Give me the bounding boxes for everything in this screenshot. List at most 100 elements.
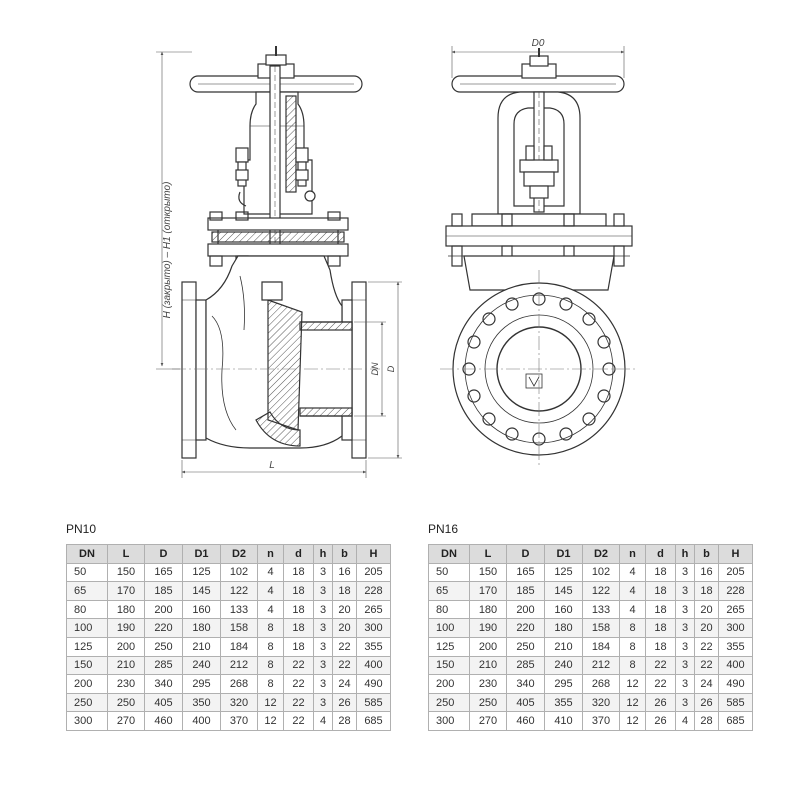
column-header: D2	[582, 544, 620, 564]
table-cell: 125	[66, 636, 108, 657]
table-cell: 355	[356, 636, 391, 657]
table-cell: 22	[332, 655, 357, 676]
table-cell: 20	[332, 618, 357, 638]
table-cell: 145	[544, 581, 583, 601]
table-cell: 220	[506, 618, 545, 638]
table-cell: 4	[257, 581, 284, 601]
table-cell: 18	[645, 599, 676, 620]
table-cell: 24	[694, 674, 719, 694]
table-cell: 212	[220, 655, 258, 676]
table-cell: 122	[220, 581, 258, 601]
table-cell: 50	[428, 562, 470, 583]
table-cell: 12	[619, 692, 646, 713]
table-cell: 685	[356, 711, 391, 731]
column-header: D1	[544, 544, 583, 564]
table-cell: 8	[257, 618, 284, 638]
table-cell: 16	[694, 562, 719, 583]
table-cell: 210	[107, 655, 145, 676]
table-cell: 26	[645, 711, 676, 731]
table-cell: 270	[469, 711, 507, 731]
table-cell: 22	[283, 655, 314, 676]
table-cell: 4	[313, 711, 333, 731]
table-cell: 158	[582, 618, 620, 638]
table-cell: 26	[332, 692, 357, 713]
table-cell: 3	[675, 655, 695, 676]
handwheel-front	[451, 48, 625, 93]
table-cell: 265	[356, 599, 391, 620]
table-cell: 265	[718, 599, 753, 620]
table-cell: 410	[544, 711, 583, 731]
table-cell: 150	[428, 655, 470, 676]
column-header: d	[645, 544, 676, 564]
column-header: h	[675, 544, 695, 564]
table-cell: 184	[220, 636, 258, 657]
table-cell: 250	[66, 692, 108, 713]
table-cell: 18	[283, 636, 314, 657]
column-header: n	[619, 544, 646, 564]
dimension-d0-label: D0	[532, 38, 545, 49]
table-cell: 320	[220, 692, 258, 713]
table-cell: 355	[718, 636, 753, 657]
table-cell: 18	[283, 562, 314, 583]
table-cell: 3	[313, 618, 333, 638]
table-cell: 16	[332, 562, 357, 583]
column-header: D	[144, 544, 183, 564]
table-cell: 28	[694, 711, 719, 731]
column-header: L	[469, 544, 507, 564]
table-cell: 8	[619, 618, 646, 638]
dimension-d0	[451, 46, 625, 78]
table-cell: 18	[332, 581, 357, 601]
table-cell: 150	[66, 655, 108, 676]
table-cell: 3	[675, 674, 695, 694]
table-cell: 200	[107, 636, 145, 657]
table-cell: 585	[718, 692, 753, 713]
table-cell: 50	[66, 562, 108, 583]
table-cell: 125	[544, 562, 583, 583]
table-cell: 80	[66, 599, 108, 620]
table-cell: 320	[582, 692, 620, 713]
table-cell: 250	[469, 692, 507, 713]
bonnet-flange-side	[207, 211, 349, 267]
table-cell: 205	[356, 562, 391, 583]
dimension-d-label: D	[386, 365, 396, 372]
table-cell: 18	[645, 618, 676, 638]
table-cell: 400	[356, 655, 391, 676]
table-cell: 80	[428, 599, 470, 620]
column-header: H	[356, 544, 391, 564]
table-cell: 158	[220, 618, 258, 638]
table-cell: 490	[718, 674, 753, 694]
table-cell: 340	[506, 674, 545, 694]
table-cell: 230	[469, 674, 507, 694]
table-cell: 20	[694, 618, 719, 638]
table-cell: 210	[182, 636, 221, 657]
column-header: D1	[182, 544, 221, 564]
table-cell: 18	[645, 581, 676, 601]
table-cell: 20	[694, 599, 719, 620]
table-cell: 4	[675, 711, 695, 731]
column-header: d	[283, 544, 314, 564]
table-cell: 200	[144, 599, 183, 620]
table-cell: 370	[220, 711, 258, 731]
table-cell: 268	[582, 674, 620, 694]
dimension-l-label: L	[269, 460, 275, 471]
table-cell: 12	[257, 711, 284, 731]
table-cell: 180	[182, 618, 221, 638]
table-cell: 160	[182, 599, 221, 620]
table-cell: 22	[283, 692, 314, 713]
table-cell: 145	[182, 581, 221, 601]
side-section-view	[172, 46, 380, 459]
table-cell: 230	[107, 674, 145, 694]
table-cell: 102	[220, 562, 258, 583]
column-header: L	[107, 544, 145, 564]
table-cell: 295	[544, 674, 583, 694]
table-cell: 300	[718, 618, 753, 638]
table-cell: 8	[619, 655, 646, 676]
